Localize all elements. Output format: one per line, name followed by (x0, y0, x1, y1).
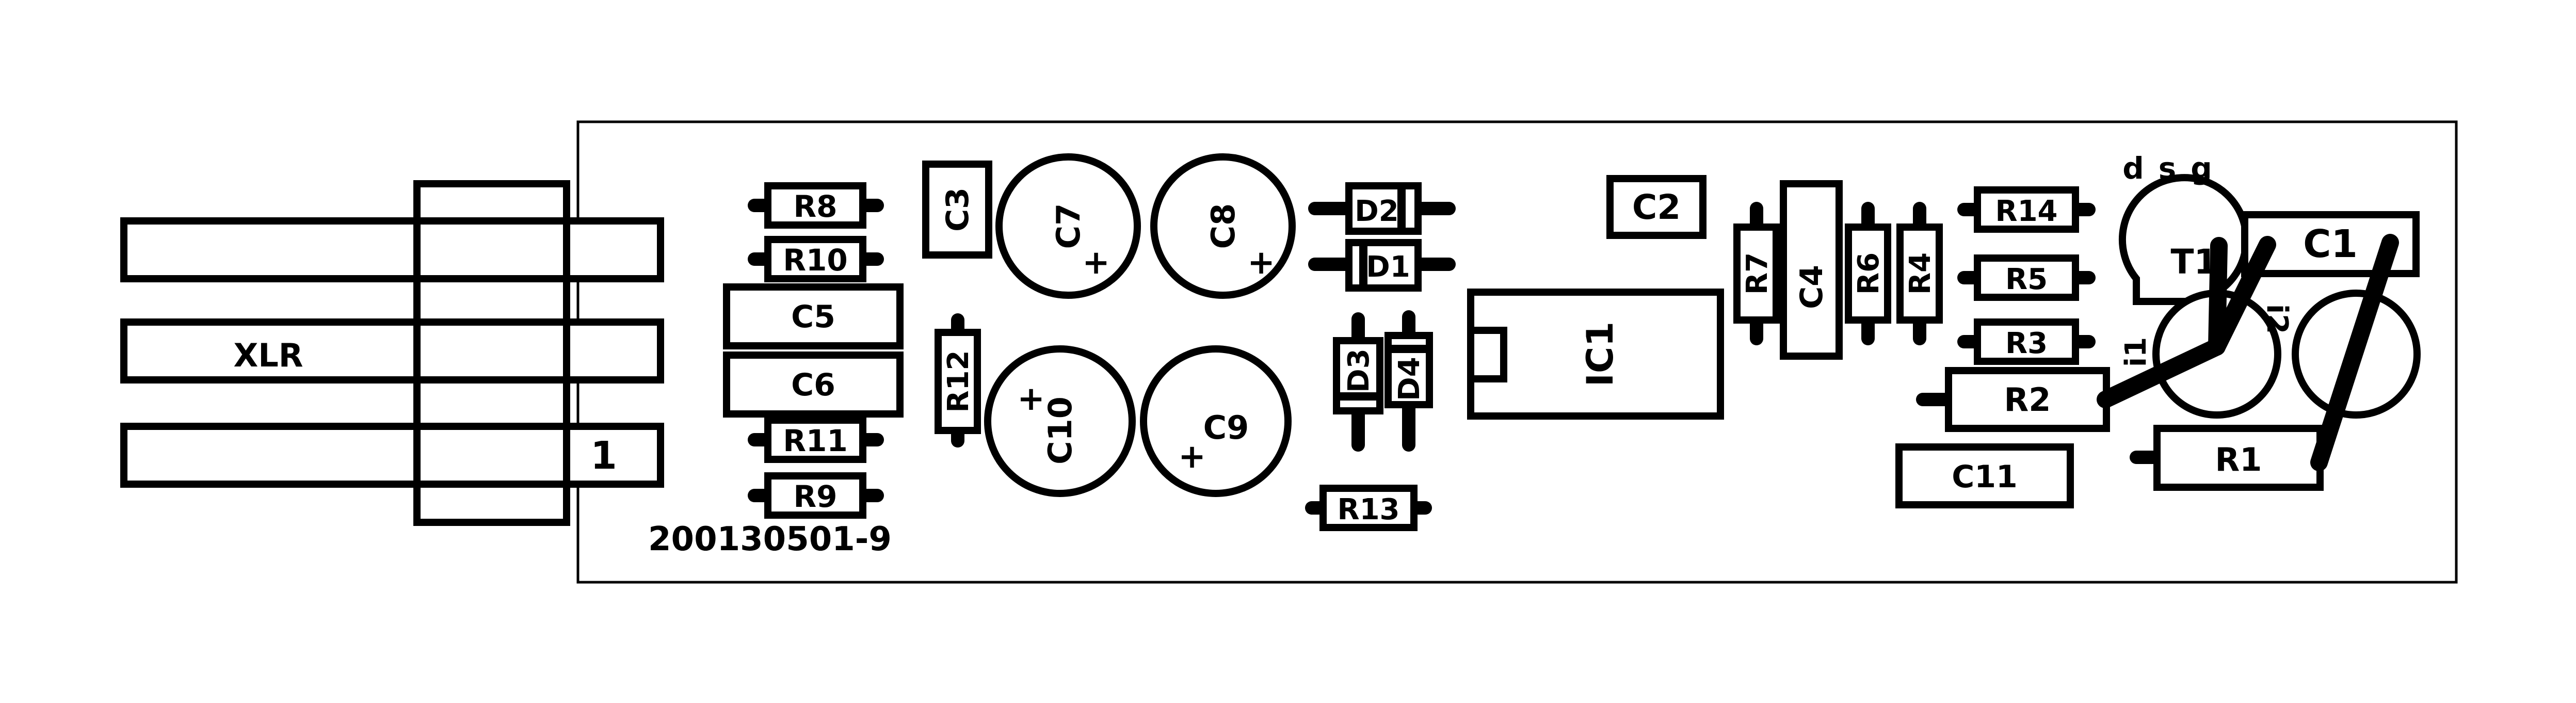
svg-text:R8: R8 (793, 189, 837, 224)
xlr-pin-bottom (120, 423, 664, 488)
resistor-r5: R5 (1957, 254, 2096, 301)
jumper-i1-label: i1 (2119, 337, 2153, 367)
resistor-r7: R7 (1733, 202, 1780, 345)
board-id: 200130501-9 (648, 520, 892, 558)
resistor-r14: R14 (1957, 186, 2096, 233)
svg-text:C3: C3 (940, 187, 976, 232)
svg-text:R14: R14 (1995, 195, 2057, 228)
capacitor-c7: C7 + (995, 153, 1141, 299)
svg-text:R4: R4 (1904, 252, 1937, 295)
capacitor-c10: C10 + (984, 345, 1136, 497)
xlr-label: XLR (233, 337, 303, 374)
svg-text:g: g (2191, 151, 2212, 186)
capacitor-c9: C9 + (1140, 345, 1292, 497)
svg-text:C10: C10 (1041, 396, 1079, 465)
capacitor-c4: C4 (1780, 180, 1843, 360)
diode-d2: D2 (1308, 182, 1456, 235)
xlr-pin-1-label: 1 (590, 434, 617, 478)
capacitor-c3: C3 (922, 161, 992, 259)
svg-text:C9: C9 (1203, 409, 1249, 446)
xlr-connector: XLR 1 (120, 180, 664, 526)
xlr-pin-middle (120, 318, 664, 384)
svg-text:+: + (1082, 244, 1110, 282)
svg-text:D4: D4 (1393, 357, 1426, 401)
ic-ic1: IC1 (1467, 289, 1724, 420)
svg-text:d: d (2122, 151, 2144, 186)
svg-text:R2: R2 (2004, 381, 2051, 419)
svg-text:+: + (1017, 380, 1045, 418)
capacitor-c2: C2 (1606, 175, 1706, 239)
svg-text:C4: C4 (1794, 265, 1830, 309)
capacitor-c5: C5 (723, 283, 904, 349)
resistor-r2: R2 (1916, 367, 2110, 432)
jumper-wire-4 (2310, 234, 2399, 471)
jumper-wire-3 (2208, 237, 2228, 356)
resistor-r8: R8 (748, 182, 884, 229)
svg-text:R10: R10 (783, 243, 847, 278)
capacitor-c8: C8 + (1150, 153, 1296, 299)
svg-text:R11: R11 (783, 423, 847, 458)
capacitor-c6: C6 (723, 352, 904, 418)
diode-d4: D4 (1384, 310, 1433, 452)
svg-text:R7: R7 (1741, 252, 1774, 295)
svg-text:R3: R3 (2005, 327, 2048, 360)
jumper-i2-label: i2 (2260, 304, 2294, 334)
svg-text:R9: R9 (793, 479, 837, 514)
jumper-wire-1 (2097, 338, 2226, 408)
svg-text:R6: R6 (1852, 252, 1886, 295)
resistor-r1: R1 (2130, 425, 2324, 491)
svg-text:C11: C11 (1952, 459, 2018, 495)
svg-text:R5: R5 (2005, 263, 2048, 296)
svg-text:+: + (1247, 244, 1275, 282)
capacitor-c11: C11 (1895, 443, 2074, 508)
svg-text:C1: C1 (2303, 222, 2358, 266)
xlr-pin-top (120, 217, 664, 282)
svg-text:+: + (1178, 438, 1206, 476)
svg-text:D1: D1 (1366, 250, 1410, 284)
resistor-r10: R10 (748, 236, 884, 282)
svg-text:IC1: IC1 (1579, 322, 1621, 387)
svg-text:C2: C2 (1632, 187, 1681, 227)
svg-text:R13: R13 (1337, 493, 1399, 526)
xlr-housing (413, 180, 570, 526)
transistor-t1: T1 d s g (2118, 151, 2250, 305)
svg-text:C5: C5 (791, 299, 835, 335)
jumpers: i1 i2 (2097, 234, 2399, 471)
svg-text:R1: R1 (2215, 441, 2262, 478)
svg-text:C6: C6 (791, 367, 835, 403)
svg-text:s: s (2159, 151, 2177, 186)
svg-text:D3: D3 (1342, 348, 1376, 392)
resistor-r6: R6 (1845, 202, 1891, 345)
diode-d1: D1 (1308, 239, 1456, 292)
svg-text:C8: C8 (1204, 203, 1242, 249)
resistor-r11: R11 (748, 417, 884, 463)
resistor-r13: R13 (1305, 485, 1432, 531)
resistor-r3: R3 (1957, 318, 2096, 365)
resistor-r12: R12 (935, 313, 981, 448)
diode-d3: D3 (1333, 312, 1383, 452)
svg-text:D2: D2 (1355, 195, 1398, 228)
resistor-r4: R4 (1896, 202, 1943, 345)
resistor-r9: R9 (748, 472, 884, 519)
svg-text:C7: C7 (1050, 203, 1087, 249)
svg-text:R12: R12 (942, 350, 975, 412)
